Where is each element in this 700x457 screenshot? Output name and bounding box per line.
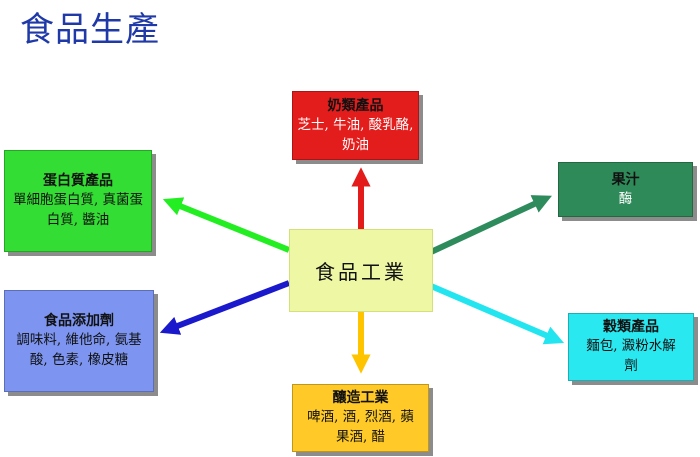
node-juice: 果汁 酶 xyxy=(558,162,693,217)
center-food-industry: 食品工業 xyxy=(289,229,433,312)
node-brewing: 釀造工業 啤酒, 酒, 烈酒, 蘋果酒, 醋 xyxy=(292,384,429,452)
arrow-to-juice xyxy=(429,195,552,255)
arrow-to-cereal xyxy=(429,283,565,345)
node-additive: 食品添加劑 調味料, 維他命, 氨基酸, 色素, 橡皮糖 xyxy=(4,290,154,392)
node-juice-title: 果汁 xyxy=(611,171,640,188)
node-cereal-title: 穀類產品 xyxy=(603,319,659,335)
node-dairy-title: 奶類產品 xyxy=(327,97,384,114)
node-protein-title: 蛋白質產品 xyxy=(43,173,113,189)
node-dairy: 奶類產品 芝士, 牛油, 酸乳酪, 奶油 xyxy=(292,91,419,160)
page-title: 食品生產 xyxy=(20,10,160,50)
node-additive-items: 調味料, 維他命, 氨基酸, 色素, 橡皮糖 xyxy=(16,332,142,368)
node-dairy-items: 芝士, 牛油, 酸乳酪, 奶油 xyxy=(297,116,414,153)
node-protein: 蛋白質產品 單細胞蛋白質, 真菌蛋白質, 醬油 xyxy=(4,150,152,252)
arrow-to-protein xyxy=(162,197,291,253)
node-brewing-title: 釀造工業 xyxy=(332,390,389,406)
node-protein-items: 單細胞蛋白質, 真菌蛋白質, 醬油 xyxy=(12,192,144,228)
node-brewing-items: 啤酒, 酒, 烈酒, 蘋果酒, 醋 xyxy=(307,409,414,445)
node-juice-items: 酶 xyxy=(618,190,633,207)
node-cereal-items: 麵包, 澱粉水解劑 xyxy=(586,338,676,374)
arrow-to-additive xyxy=(159,280,291,335)
node-cereal: 穀類產品 麵包, 澱粉水解劑 xyxy=(568,313,694,381)
node-additive-title: 食品添加劑 xyxy=(44,313,114,329)
